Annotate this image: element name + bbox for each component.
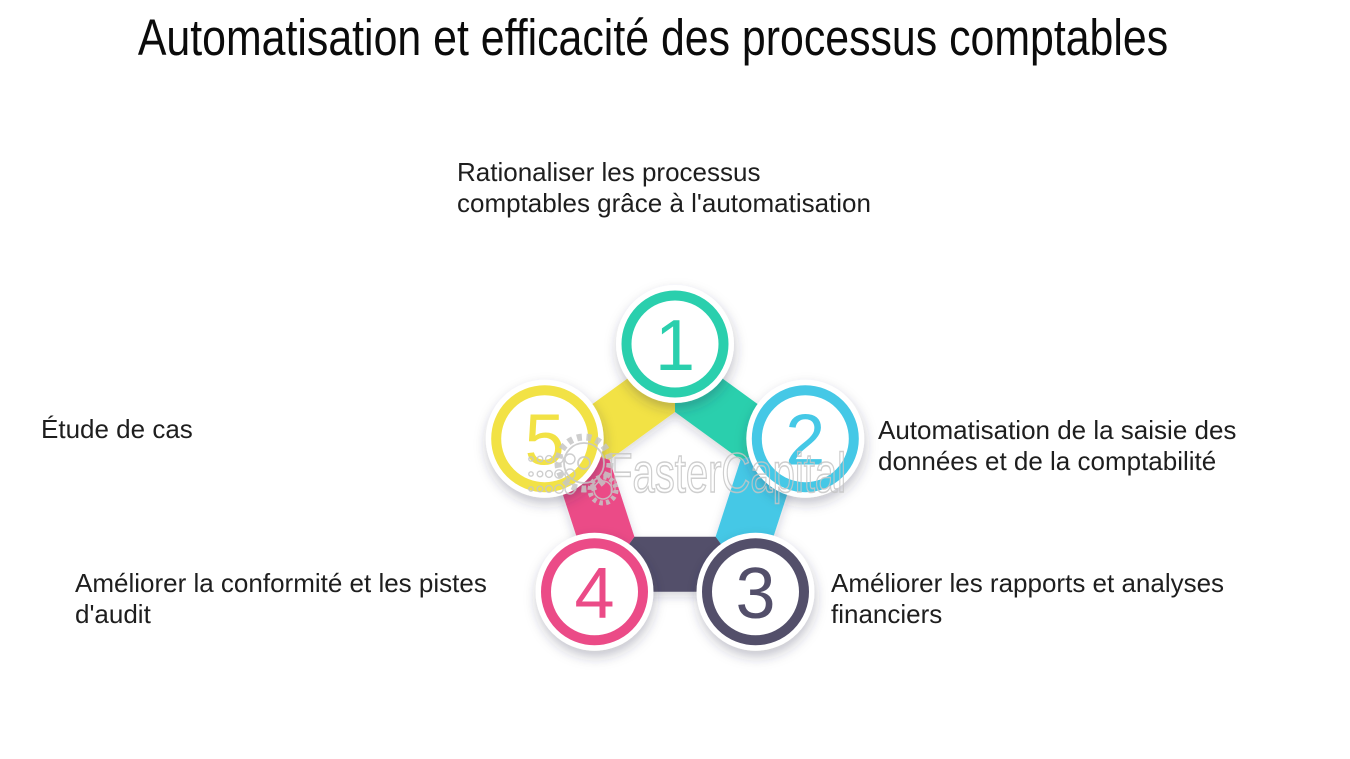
watermark: FasterCapital	[528, 433, 847, 506]
step-label-5: Étude de cas	[41, 414, 193, 444]
step-label-4: Améliorer la conformité et les pistes d'…	[75, 568, 487, 629]
circle-ring	[621, 290, 729, 398]
step-circle-1: 1	[616, 285, 734, 403]
step-circle-5: 5	[485, 379, 604, 498]
step-number-3: 3	[735, 554, 775, 634]
step-number-1: 1	[655, 306, 695, 386]
circle-ring	[751, 385, 859, 493]
step-label-1: Rationaliser les processus comptables gr…	[457, 157, 871, 218]
circle-ring	[702, 538, 809, 646]
watermark-text: FasterCapital	[608, 441, 846, 504]
step-circles: 1 2 3 4 5	[485, 285, 865, 651]
dot-rows	[528, 453, 576, 495]
step-circle-4: 4	[535, 532, 654, 651]
page-title: Automatisation et efficacité des process…	[137, 9, 1169, 66]
step-label-2: Automatisation de la saisie des données …	[878, 415, 1237, 476]
step-label-3: Améliorer les rapports et analyses finan…	[831, 568, 1225, 629]
circle-ring	[541, 538, 648, 646]
step-circle-2: 2	[746, 379, 865, 498]
step-number-4: 4	[574, 554, 614, 634]
circle-ring	[491, 385, 599, 493]
step-number-5: 5	[525, 401, 565, 481]
step-circle-3: 3	[696, 532, 815, 651]
gear-watermark-icon	[528, 433, 619, 506]
step-number-2: 2	[785, 401, 825, 481]
